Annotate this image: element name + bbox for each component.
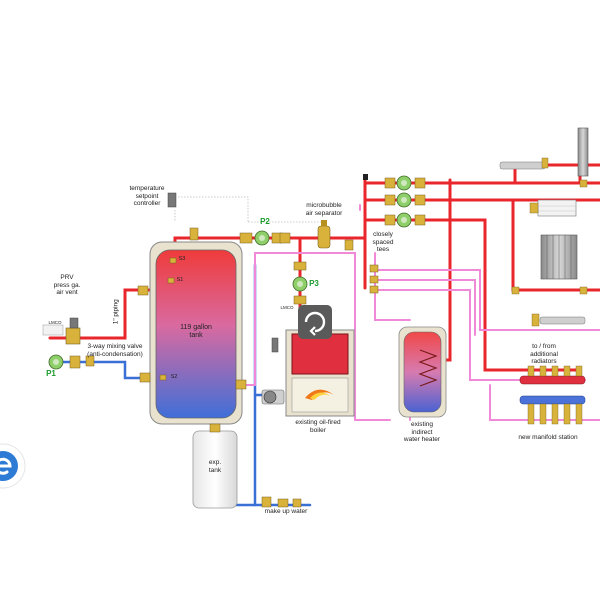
label-manifold: new manifold station: [518, 434, 578, 441]
boiler-gauge: [271, 337, 279, 353]
label-boiler: existing oil-fired boiler: [295, 419, 341, 434]
label-indirect: existing indirect water heater: [403, 421, 441, 443]
tank-sensors: [159, 257, 177, 381]
label-to-from: to / from additional radiators: [530, 343, 558, 365]
baseboard-top: [499, 157, 549, 170]
label-s1: S1: [176, 277, 184, 283]
zone-pumps: [363, 174, 426, 228]
expansion-tank: [192, 423, 238, 509]
label-closely-spaced: closely spaced tees: [372, 231, 394, 253]
air-separator: [317, 220, 331, 249]
label-p3: P3: [309, 279, 319, 288]
label-s2: S2: [170, 374, 178, 380]
tall-radiator: [577, 127, 589, 177]
setpoint-controller: [167, 192, 177, 208]
label-make-up: make up water: [264, 508, 308, 515]
closely-spaced-tees: [344, 239, 379, 294]
label-microbubble: microbubble air separator: [305, 202, 343, 217]
label-p1: P1: [46, 369, 56, 378]
label-exp-tank: exp. tank: [208, 459, 222, 474]
label-s3: S3: [178, 256, 186, 262]
tank-air-vent: [189, 227, 199, 241]
buffer-tank: [149, 241, 243, 425]
oil-boiler: [261, 329, 355, 417]
mixing-valve-assembly: [42, 317, 95, 370]
label-p2: P2: [260, 217, 270, 226]
pump-p3: [292, 261, 308, 305]
pump-p2: [239, 230, 283, 246]
label-tank: 119 gallon tank: [180, 324, 212, 339]
circle-e-icon: [0, 443, 26, 489]
refresh-icon: [298, 305, 332, 339]
label-lmco-left: LMCO: [48, 320, 62, 325]
label-mixing-valve: 3-way mixing valve (anti-condensation): [87, 343, 143, 358]
label-piping: 1" piping: [112, 299, 120, 325]
tank-fittings: [137, 232, 291, 390]
indirect-water-heater: [398, 326, 447, 418]
label-lmco-boiler: LMCO: [280, 305, 294, 310]
control-wiring: [174, 196, 322, 223]
makeup-valves: [261, 496, 302, 508]
label-prv: PRV press ga. air vent: [53, 274, 81, 296]
label-temp-controller: temperature setpoint controller: [129, 185, 165, 207]
radiator-fittings: [511, 179, 588, 295]
baseboard-mid: [531, 313, 586, 327]
column-radiator: [540, 234, 578, 280]
manifold-station: [519, 365, 586, 425]
panel-radiator: [529, 199, 577, 217]
